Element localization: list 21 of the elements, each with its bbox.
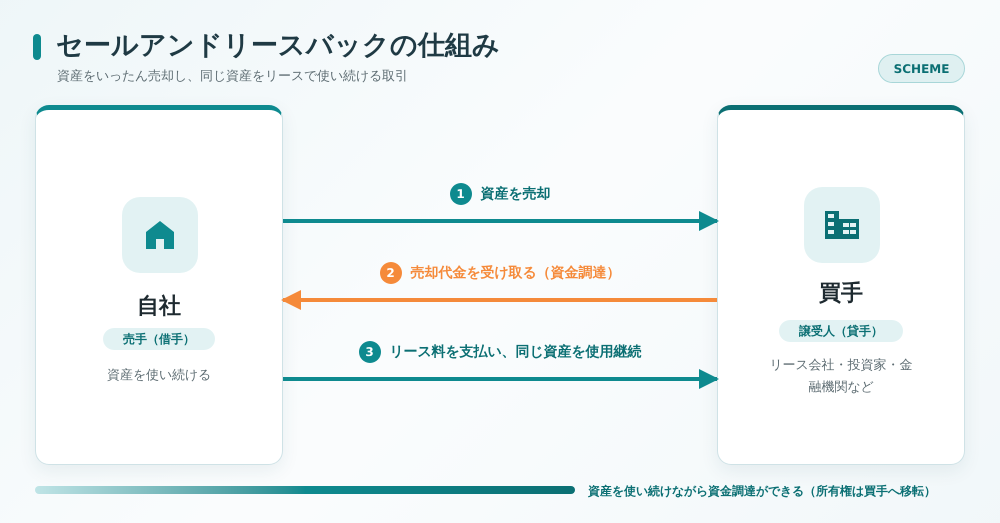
scheme-badge: SCHEME	[878, 54, 965, 83]
description: 資産を使い続ける	[106, 367, 212, 385]
summary-note: 資産を使い続けながら資金調達ができる（所有権は買手へ移転）	[588, 483, 936, 500]
flow-arrow	[281, 290, 717, 310]
party-card	[35, 105, 283, 465]
party-name: 買手	[818, 280, 864, 308]
party-card	[717, 105, 965, 465]
edge-label: 資産を売却	[480, 184, 550, 204]
edge-label: 売却代金を受け取る（資金調達）	[410, 264, 620, 282]
flow-arrow	[283, 369, 719, 389]
step-number: 3	[358, 341, 380, 363]
flow-arrow	[283, 211, 719, 231]
edge-label: リース料を支払い、同じ資産を使用継続	[390, 342, 642, 362]
role-pill: 売手（借手）	[103, 328, 215, 350]
title: セールアンドリースバックの仕組み	[56, 29, 500, 63]
step-number: 1	[450, 183, 472, 205]
subtitle: 資産をいったん売却し、同じ資産をリースで使い続ける取引	[57, 68, 408, 86]
step-number: 2	[380, 262, 402, 284]
description: リース会社・投資家・金融機関など	[768, 357, 914, 397]
party-name: 自社	[136, 293, 182, 321]
role-pill: 譲受人（貸手）	[779, 320, 903, 342]
